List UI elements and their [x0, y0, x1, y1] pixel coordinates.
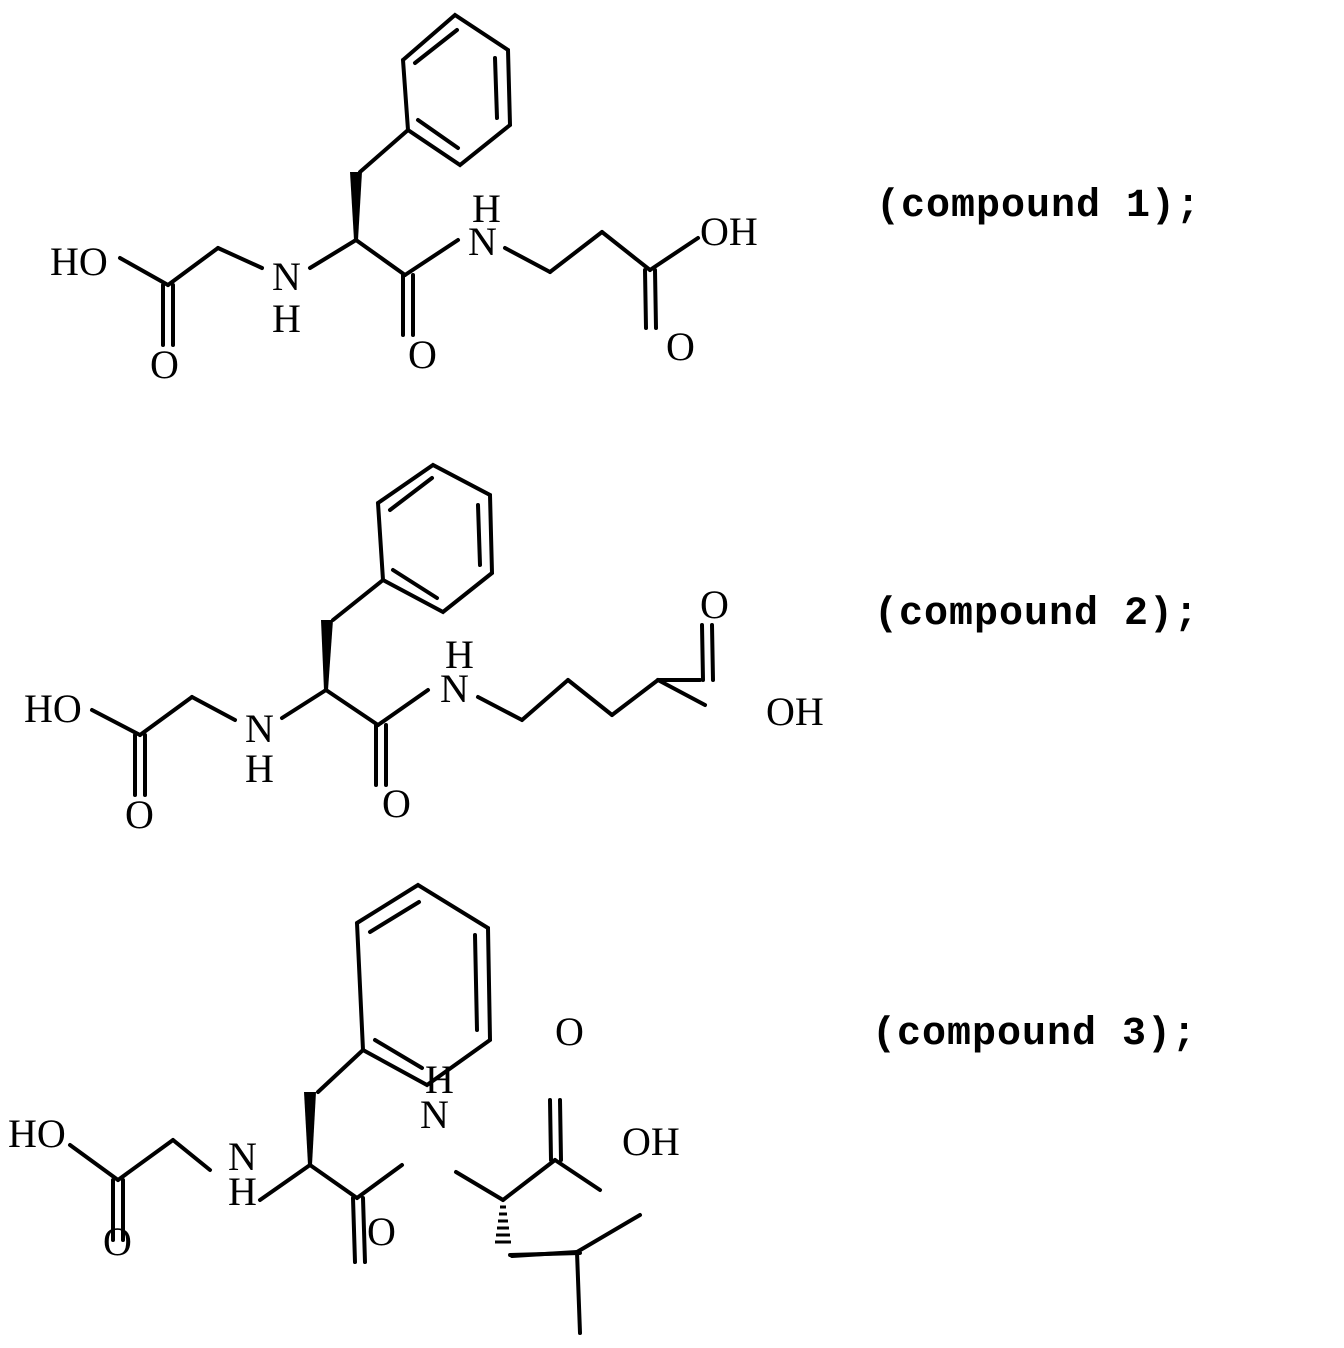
compound-2-label: (compound 2);	[874, 592, 1200, 637]
compound-3-structure: HO N H O H N O OH O	[8, 882, 680, 1335]
amine-n-label: N	[228, 1134, 257, 1179]
compound-3-label: (compound 3);	[872, 1012, 1198, 1057]
amide-o-label: O	[382, 781, 411, 826]
hydroxyl-label: HO	[8, 1111, 66, 1156]
hydroxyl-label: HO	[50, 239, 108, 284]
acid-oh-label: OH	[700, 209, 758, 254]
amide-o-label: O	[367, 1209, 396, 1254]
acid-o-label: O	[666, 324, 695, 369]
carbonyl-o-label: O	[125, 792, 154, 837]
amine-h-label: H	[228, 1169, 257, 1214]
amide-h-label: H	[472, 186, 501, 231]
hydroxyl-label: HO	[24, 686, 82, 731]
compound-1-structure: HO N H O H N O OH O	[50, 12, 758, 387]
amine-n-label: N	[245, 706, 274, 751]
compound-1-label: (compound 1);	[876, 184, 1202, 229]
carbonyl-o-label: O	[150, 342, 179, 387]
amide-n-label: N	[440, 666, 469, 711]
acid-oh-label: OH	[622, 1119, 680, 1164]
amine-h-label: H	[272, 296, 301, 341]
amine-n-label: N	[272, 254, 301, 299]
amide-o-label: O	[408, 332, 437, 377]
acid-o-label: O	[555, 1009, 584, 1054]
carbonyl-o-label: O	[103, 1219, 132, 1264]
amide-h-label: H	[445, 632, 474, 677]
amide-n-label: N	[468, 219, 497, 264]
amide-h-label: H	[425, 1057, 454, 1102]
compound-2-structure: HO N H O H N O OH O	[24, 462, 824, 837]
amine-h-label: H	[245, 746, 274, 791]
amide-n-label: N	[420, 1092, 449, 1137]
acid-oh-label: OH	[766, 689, 824, 734]
acid-o-label: O	[700, 582, 729, 627]
